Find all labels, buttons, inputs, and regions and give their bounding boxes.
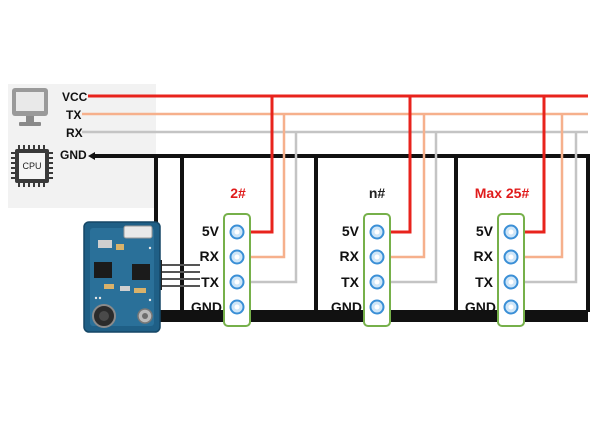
bus-label-vcc: VCC bbox=[62, 90, 88, 104]
pin-label-tx: TX bbox=[341, 274, 360, 290]
module-title: Max 25# bbox=[475, 185, 530, 201]
module-n: n# 5V RX TX GND bbox=[331, 185, 391, 327]
pin-hole bbox=[369, 249, 385, 265]
pin-header bbox=[363, 213, 391, 327]
module-title: 2# bbox=[230, 185, 246, 201]
cpu-icon: CPU bbox=[11, 145, 53, 187]
cpu-label: CPU bbox=[22, 161, 41, 171]
gnd-arrow-icon bbox=[88, 152, 95, 160]
bus-label-rx: RX bbox=[66, 126, 83, 140]
pin-header bbox=[223, 213, 251, 327]
module-title: n# bbox=[369, 185, 386, 201]
pin-label-tx: TX bbox=[475, 274, 494, 290]
pin-label-gnd: GND bbox=[331, 299, 362, 315]
rx-wires bbox=[82, 130, 588, 284]
pin-label-rx: RX bbox=[474, 248, 494, 264]
pin-label-tx: TX bbox=[201, 274, 220, 290]
bus-label-tx: TX bbox=[66, 108, 81, 122]
pin-hole bbox=[503, 249, 519, 265]
pin-hole bbox=[369, 299, 385, 315]
pin-hole bbox=[369, 274, 385, 290]
vcc-wires bbox=[88, 94, 588, 234]
pin-hole bbox=[369, 224, 385, 240]
pin-label-gnd: GND bbox=[465, 299, 496, 315]
pin-hole bbox=[503, 299, 519, 315]
pin-label-5v: 5V bbox=[342, 223, 360, 239]
module-max-25: Max 25# 5V RX TX GND bbox=[465, 185, 530, 327]
pin-label-rx: RX bbox=[200, 248, 220, 264]
pin-hole bbox=[229, 274, 245, 290]
pin-header bbox=[497, 213, 525, 327]
ultrasonic-sensor-board-icon bbox=[83, 221, 200, 333]
pin-hole bbox=[503, 274, 519, 290]
pin-hole bbox=[229, 249, 245, 265]
bus-label-gnd: GND bbox=[60, 148, 87, 162]
monitor-icon bbox=[12, 88, 48, 126]
pin-label-rx: RX bbox=[340, 248, 360, 264]
pin-holes bbox=[229, 224, 519, 315]
tx-wires bbox=[82, 112, 588, 259]
pin-hole bbox=[229, 299, 245, 315]
pin-label-gnd: GND bbox=[191, 299, 222, 315]
pin-hole bbox=[503, 224, 519, 240]
module-2: 2# 5V RX TX GND bbox=[191, 185, 251, 327]
pin-label-5v: 5V bbox=[476, 223, 494, 239]
pin-label-5v: 5V bbox=[202, 223, 220, 239]
pin-hole bbox=[229, 224, 245, 240]
